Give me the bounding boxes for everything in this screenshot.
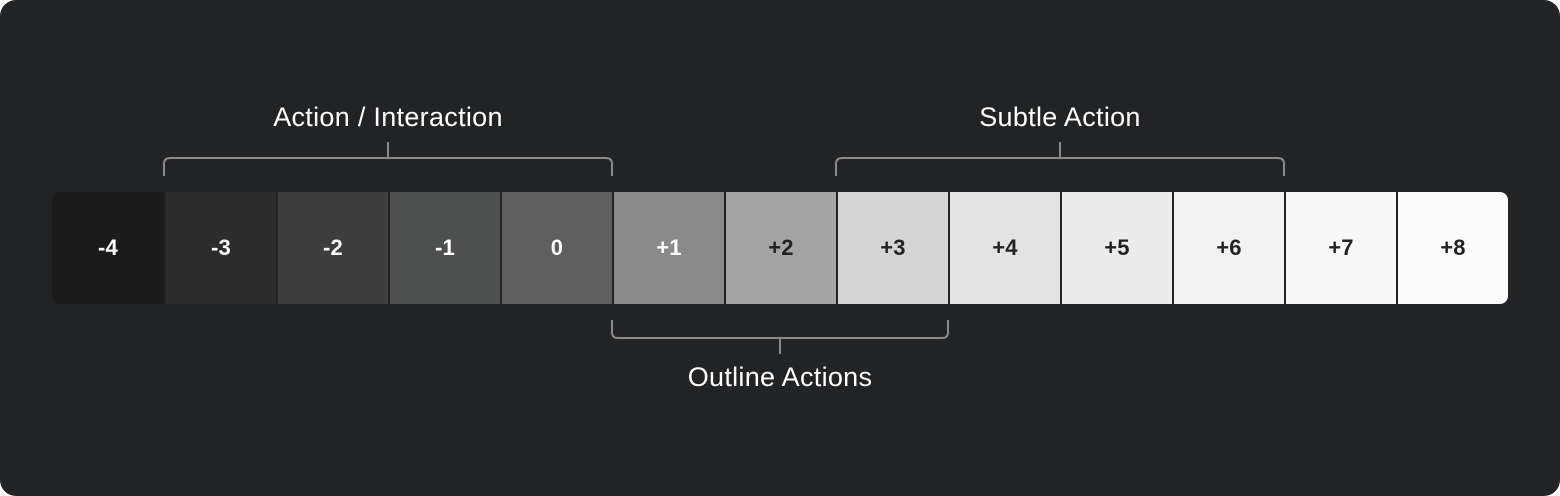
swatch-plus-7: +7: [1284, 192, 1396, 304]
swatch-plus-8: +8: [1396, 192, 1508, 304]
subtle-action-bracket: [835, 142, 1285, 176]
swatch-plus-4: +4: [948, 192, 1060, 304]
swatch-label: +4: [992, 235, 1018, 260]
swatch-minus-1: -1: [388, 192, 500, 304]
action-interaction-bracket: [163, 142, 613, 176]
swatch-minus-4: -4: [52, 192, 164, 304]
swatch-label: +8: [1440, 235, 1466, 260]
swatch-label: -1: [435, 235, 455, 260]
swatch-label: +6: [1216, 235, 1242, 260]
swatch-0: 0: [500, 192, 612, 304]
swatch-plus-2: +2: [724, 192, 836, 304]
swatch-label: +5: [1104, 235, 1130, 260]
swatch-minus-2: -2: [276, 192, 388, 304]
swatch-label: +1: [656, 235, 682, 260]
swatch-plus-1: +1: [612, 192, 724, 304]
gray-scale: -4 -3 -2 -1 0 +1 +2 +3 +4 +5 +6 +7 +8: [52, 192, 1508, 304]
swatch-plus-6: +6: [1172, 192, 1284, 304]
action-interaction-label: Action / Interaction: [273, 102, 503, 132]
swatch-label: 0: [550, 235, 564, 260]
swatch-label: -2: [323, 235, 343, 260]
swatch-label: +3: [880, 235, 906, 260]
swatch-label: -3: [211, 235, 231, 260]
outline-actions-bracket: [611, 320, 949, 354]
swatch-label: +2: [768, 235, 794, 260]
outline-actions-label: Outline Actions: [687, 362, 873, 392]
swatch-plus-5: +5: [1060, 192, 1172, 304]
swatch-label: +7: [1328, 235, 1354, 260]
swatch-plus-3: +3: [836, 192, 948, 304]
subtle-action-label: Subtle Action: [979, 102, 1141, 132]
swatch-label: -4: [98, 235, 118, 260]
swatch-minus-3: -3: [164, 192, 276, 304]
